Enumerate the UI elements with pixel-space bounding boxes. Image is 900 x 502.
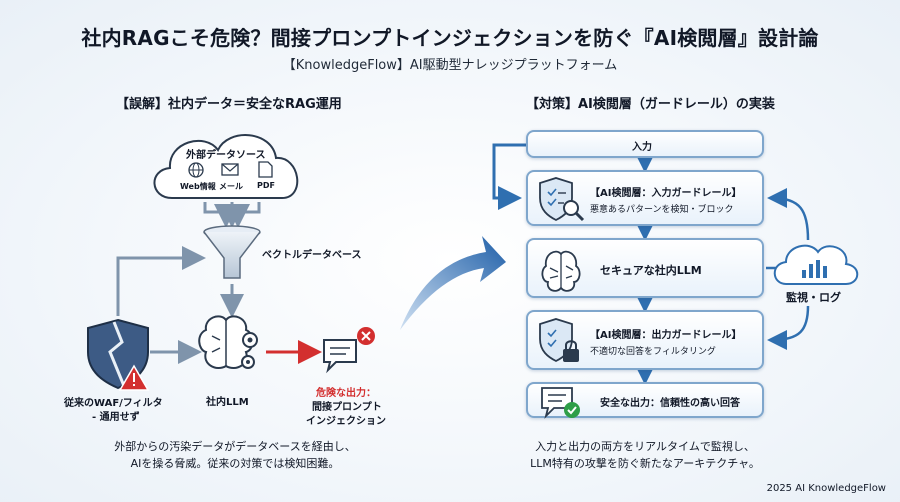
source-web: Web情報 — [180, 182, 216, 191]
page-subtitle: 【KnowledgeFlow】AI駆動型ナレッジプラットフォーム — [282, 58, 618, 73]
input-guardrail-sub: 悪意あるパターンを検知・ブロック — [590, 205, 734, 215]
output-guardrail-title: 【AI検閲層：出力ガードレール】 — [590, 330, 742, 341]
shield-search-icon — [539, 177, 585, 222]
source-pdf: PDF — [257, 181, 275, 190]
shield-lock-icon — [539, 318, 579, 363]
safe-output-label: 安全な出力：信頼性の高い回答 — [600, 398, 740, 409]
danger-label-2: 間接プロンプト — [312, 402, 382, 413]
secure-llm-label: セキュアな社内LLM — [600, 264, 702, 277]
mail-icon — [221, 163, 239, 176]
safe-output-box: 安全な出力：信頼性の高い回答 — [526, 382, 764, 419]
left-heading: 【誤解】社内データ＝安全なRAG運用 — [116, 97, 342, 112]
web-info-icon — [188, 162, 204, 178]
left-desc-line-2: AIを操る脅威。従来の対策では検知困難。 — [130, 457, 340, 470]
transition-arrow — [400, 236, 506, 330]
secure-llm-box: セキュアな社内LLM — [526, 238, 764, 298]
output-guardrail-sub: 不適切な回答をフィルタリング — [590, 347, 716, 357]
right-heading: 【対策】AI検閲層（ガードレール）の実装 — [526, 97, 775, 112]
input-guardrail-title: 【AI検閲層：入力ガードレール】 — [590, 188, 742, 199]
input-label: 入力 — [632, 142, 652, 153]
cloud-title: 外部データソース — [186, 150, 266, 161]
right-desc-line-1: 入力と出力の両方をリアルタイムで監視し、 — [535, 440, 755, 453]
brain-gear-icon — [198, 315, 258, 370]
danger-label-3: インジェクション — [306, 416, 386, 427]
input-guardrail-box: 【AI検閲層：入力ガードレール】 悪意あるパターンを検知・ブロック — [526, 170, 764, 226]
funnel-icon — [203, 225, 261, 279]
safe-chat-icon — [541, 387, 580, 419]
brain-icon — [541, 250, 581, 292]
vector-db-label: ベクトルデータベース — [262, 250, 362, 261]
footer-credit: 2025 AI KnowledgeFlow — [766, 483, 886, 494]
pdf-icon — [258, 161, 273, 178]
llm-label: 社内LLM — [206, 397, 249, 408]
input-box: 入力 — [526, 130, 764, 158]
left-description: 外部からの汚染データがデータベースを経由し、 AIを操る脅威。従来の対策では検知… — [100, 438, 370, 472]
page-title: 社内RAGこそ危険？間接プロンプトインジェクションを防ぐ『AI検閲層』設計論 — [81, 26, 819, 50]
danger-label-1: 危険な出力： — [316, 388, 376, 399]
monitor-cloud-icon — [773, 244, 859, 285]
right-description: 入力と出力の両方をリアルタイムで監視し、 LLM特有の攻撃を防ぐ新たなアーキテク… — [520, 438, 770, 472]
right-desc-line-2: LLM特有の攻撃を防ぐ新たなアーキテクチャ。 — [530, 457, 760, 470]
waf-label-2: - 通用せず — [92, 412, 140, 423]
source-mail: メール — [219, 182, 243, 191]
monitor-label: 監視・ログ — [786, 291, 841, 304]
waf-label-1: 従来のWAF/フィルタ — [64, 398, 163, 409]
danger-chat-icon — [323, 327, 375, 374]
warning-triangle-icon — [118, 364, 150, 391]
left-desc-line-1: 外部からの汚染データがデータベースを経由し、 — [114, 440, 356, 453]
output-guardrail-box: 【AI検閲層：出力ガードレール】 不適切な回答をフィルタリング — [526, 310, 764, 370]
